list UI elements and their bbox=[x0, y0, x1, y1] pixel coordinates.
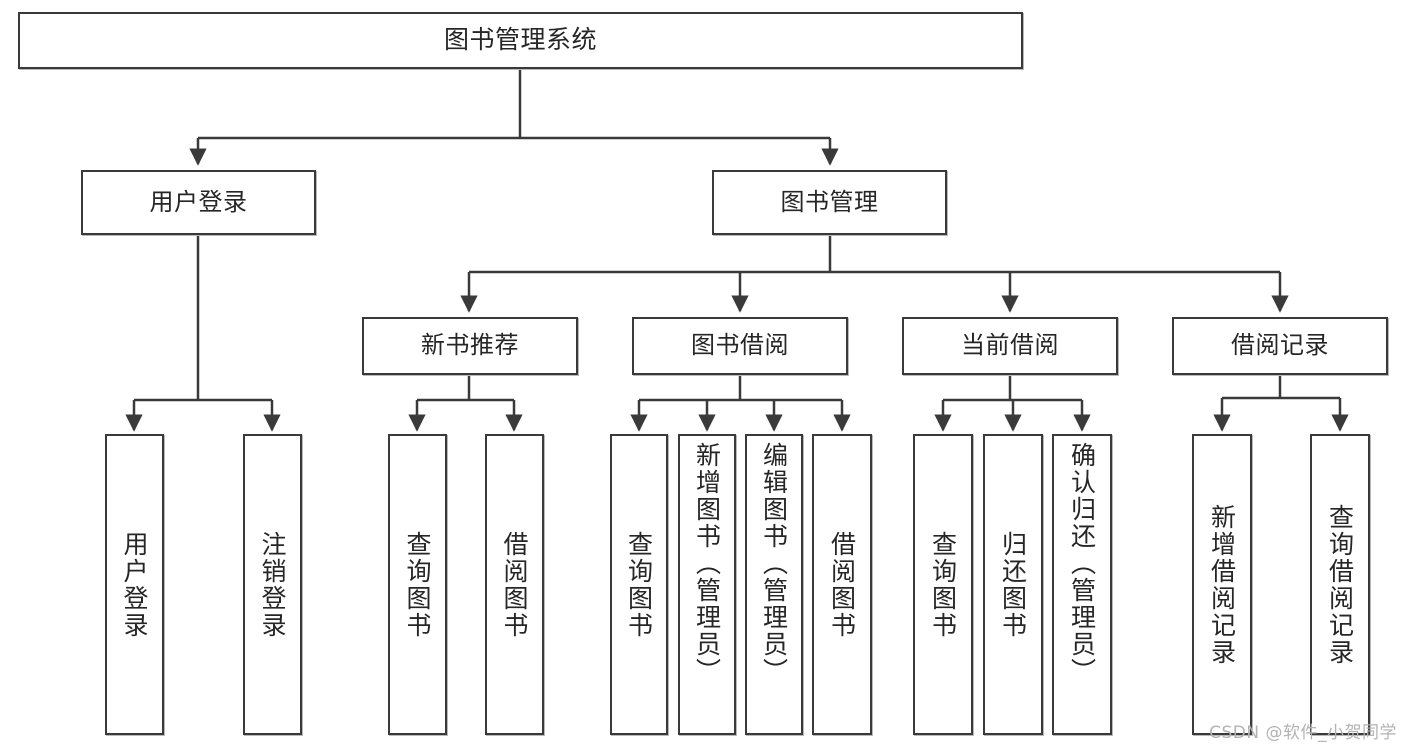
node-borrow-record[interactable]: 借阅记录 bbox=[1172, 317, 1388, 375]
csdn-watermark: CSDN @软件_小贺同学 bbox=[1209, 723, 1397, 743]
node-book-management[interactable]: 图书管理 bbox=[712, 170, 947, 235]
node-leaf-add-record-label: 新增借阅记录 bbox=[1207, 503, 1237, 666]
node-root-label: 图书管理系统 bbox=[443, 25, 597, 55]
node-user-login-label: 用户登录 bbox=[149, 187, 248, 216]
node-leaf-confirm-return-label: 确认归还（管理员） bbox=[1067, 442, 1097, 685]
node-leaf-query-book-2-label: 查询图书 bbox=[624, 530, 654, 639]
node-leaf-query-record-label: 查询借阅记录 bbox=[1325, 503, 1355, 666]
node-root[interactable]: 图书管理系统 bbox=[18, 12, 1023, 69]
node-current-borrow[interactable]: 当前借阅 bbox=[902, 317, 1118, 375]
node-leaf-query-book-3-label: 查询图书 bbox=[928, 530, 958, 639]
node-borrow-record-label: 借阅记录 bbox=[1231, 331, 1329, 360]
node-leaf-borrow-book-1-label: 借阅图书 bbox=[500, 530, 529, 639]
node-leaf-edit-book-label: 编辑图书（管理员） bbox=[759, 442, 789, 685]
node-leaf-return-book[interactable]: 归还图书 bbox=[983, 434, 1043, 735]
node-leaf-confirm-return[interactable]: 确认归还（管理员） bbox=[1052, 434, 1112, 735]
node-leaf-add-book[interactable]: 新增图书（管理员） bbox=[678, 434, 736, 735]
node-book-borrow[interactable]: 图书借阅 bbox=[632, 317, 848, 375]
node-current-borrow-label: 当前借阅 bbox=[961, 331, 1059, 360]
node-leaf-logout-label: 注销登录 bbox=[258, 530, 287, 639]
node-leaf-add-record[interactable]: 新增借阅记录 bbox=[1192, 434, 1252, 735]
node-book-borrow-label: 图书借阅 bbox=[691, 331, 789, 360]
node-leaf-query-book-3[interactable]: 查询图书 bbox=[913, 434, 973, 735]
node-leaf-borrow-book-2[interactable]: 借阅图书 bbox=[812, 434, 872, 735]
node-leaf-query-book-2[interactable]: 查询图书 bbox=[610, 434, 668, 735]
node-leaf-user-login-label: 用户登录 bbox=[120, 530, 149, 639]
node-leaf-add-book-label: 新增图书（管理员） bbox=[692, 442, 722, 685]
node-leaf-borrow-book-1[interactable]: 借阅图书 bbox=[485, 434, 544, 735]
node-new-book-recommend[interactable]: 新书推荐 bbox=[362, 317, 578, 375]
node-leaf-logout[interactable]: 注销登录 bbox=[243, 434, 302, 735]
node-leaf-user-login[interactable]: 用户登录 bbox=[105, 434, 164, 735]
node-leaf-borrow-book-2-label: 借阅图书 bbox=[827, 530, 857, 639]
node-leaf-query-book-1-label: 查询图书 bbox=[403, 530, 432, 639]
node-book-management-label: 图书管理 bbox=[780, 187, 879, 216]
node-new-book-recommend-label: 新书推荐 bbox=[421, 331, 519, 360]
node-leaf-edit-book[interactable]: 编辑图书（管理员） bbox=[745, 434, 803, 735]
node-leaf-query-book-1[interactable]: 查询图书 bbox=[388, 434, 447, 735]
node-leaf-query-record[interactable]: 查询借阅记录 bbox=[1310, 434, 1370, 735]
node-user-login[interactable]: 用户登录 bbox=[81, 170, 316, 235]
node-leaf-return-book-label: 归还图书 bbox=[998, 530, 1028, 639]
